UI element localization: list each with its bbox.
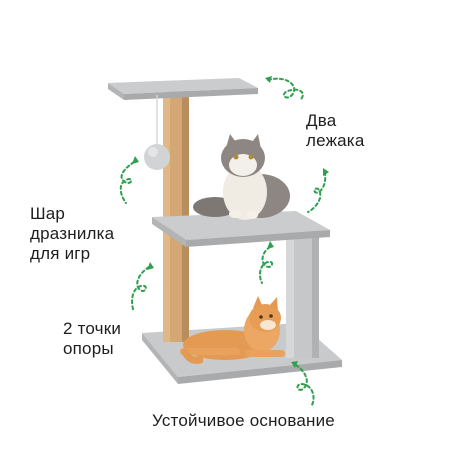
curly-arrow-icon	[131, 266, 150, 313]
orange-cat-on-base	[180, 296, 285, 364]
label-two-supports: 2 точки опоры	[63, 319, 122, 358]
curly-arrow-icon	[132, 76, 329, 368]
fluffy-cat-on-bed	[193, 134, 290, 220]
teaser-ball-toy	[144, 95, 170, 170]
curly-arrow-icon	[307, 171, 327, 213]
right-support-post	[286, 230, 319, 358]
curly-arrow-icon	[119, 161, 135, 204]
top-platform	[108, 78, 258, 100]
sisal-scratching-post	[163, 86, 189, 342]
curly-arrow-icon	[267, 77, 304, 101]
middle-platform	[152, 211, 330, 247]
label-teaser-ball: Шар дразнилка для игр	[30, 204, 115, 263]
curly-arrow-icon	[295, 364, 315, 406]
label-two-beds: Два лежака	[306, 111, 365, 150]
label-stable-base: Устойчивое основание	[152, 411, 335, 430]
curly-arrow-icon	[259, 246, 274, 284]
